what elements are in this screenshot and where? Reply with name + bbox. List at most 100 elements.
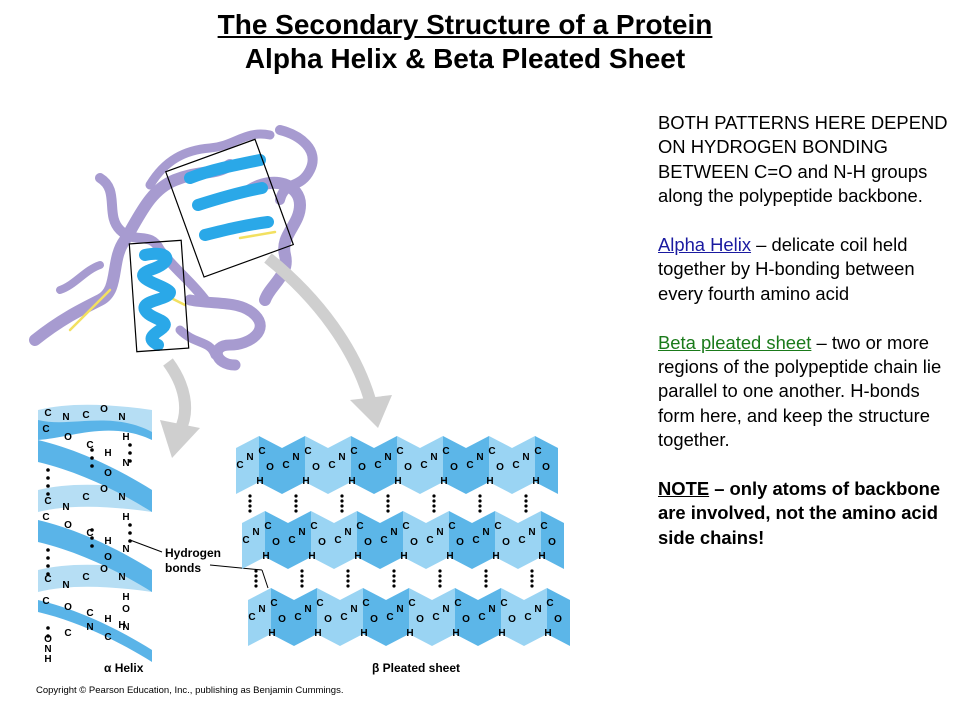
sheet-pleat	[512, 436, 535, 494]
pleated-sheet-icon: CNCOHCNCOHCNCOHCNCOHCNCOHCNCOHCNCOHCNCOH…	[236, 436, 570, 675]
sheet-pleat	[271, 588, 294, 646]
helix-atom: O	[100, 404, 108, 415]
sheet-pleat	[489, 436, 512, 494]
sheet-pleat	[328, 436, 351, 494]
sheet-atom: O	[358, 462, 366, 473]
hbond-dot	[432, 509, 436, 513]
helix-atom: O	[44, 634, 52, 645]
hbond-dot	[254, 574, 258, 578]
sheet-arrowhead	[350, 395, 392, 428]
sheet-pleat	[380, 511, 403, 569]
hbond-dot	[524, 504, 528, 508]
note-description: – only atoms of backbone are involved, n…	[658, 478, 941, 548]
helix-band-front	[38, 520, 152, 592]
helix-arrowhead	[160, 420, 200, 458]
sheet-pleat	[547, 588, 570, 646]
hbond-dot	[386, 499, 390, 503]
sheet-atom: H	[532, 476, 539, 487]
page-subtitle: Alpha Helix & Beta Pleated Sheet	[244, 43, 686, 74]
helix-atom: N	[122, 622, 129, 633]
sheet-atom: C	[294, 612, 301, 623]
disulfide-bond	[68, 288, 112, 332]
sheet-atom: C	[396, 446, 403, 457]
hbond-dot	[346, 579, 350, 583]
sheet-atom: H	[406, 628, 413, 639]
helix-atom: C	[42, 512, 49, 523]
hbond-dot	[392, 584, 396, 588]
hbond-dot	[386, 509, 390, 513]
sheet-atom: C	[264, 521, 271, 532]
helix-atom: C	[86, 440, 93, 451]
sheet-atom: H	[262, 551, 269, 562]
sheet-atom: C	[420, 460, 427, 471]
hbond-dot	[294, 509, 298, 513]
sheet-pleat	[478, 588, 501, 646]
sheet-atom: N	[436, 527, 443, 538]
sheet-pleat	[351, 436, 374, 494]
hbond-dot	[524, 509, 528, 513]
helix-atom: C	[104, 632, 111, 643]
helix-atom: N	[122, 458, 129, 469]
sheet-atom: C	[426, 535, 433, 546]
hbond-dot	[392, 574, 396, 578]
sheet-atom: O	[554, 614, 562, 625]
sheet-atom: O	[278, 614, 286, 625]
helix-atom: H	[122, 432, 129, 443]
helix-atom: N	[62, 502, 69, 513]
hbond-dot	[438, 584, 442, 588]
sheet-atom: H	[486, 476, 493, 487]
sheet-atom: N	[528, 527, 535, 538]
sheet-atom: C	[454, 598, 461, 609]
helix-atom: O	[104, 552, 112, 563]
helix-atom: H	[44, 654, 51, 665]
sheet-atom: O	[370, 614, 378, 625]
sheet-atom: C	[316, 598, 323, 609]
hbond-dot	[386, 494, 390, 498]
sheet-atom: O	[542, 462, 550, 473]
helix-atom: C	[82, 572, 89, 583]
helix-atom: H	[122, 512, 129, 523]
helix-atom: C	[44, 408, 51, 419]
sheet-atom: H	[302, 476, 309, 487]
sheet-pleat	[455, 588, 478, 646]
hydrogen-bonds-label-line2: bonds	[165, 561, 201, 575]
sheet-pleat	[340, 588, 363, 646]
sheet-pleat	[524, 588, 547, 646]
helix-arrow	[163, 358, 192, 433]
hbond-dot	[248, 509, 252, 513]
hbond-dot	[432, 494, 436, 498]
hbond-dot	[248, 499, 252, 503]
sheet-atom: N	[534, 604, 541, 615]
sheet-atom: H	[354, 551, 361, 562]
helix-atom: N	[122, 544, 129, 555]
helix-atom: C	[82, 492, 89, 503]
hbond-dot	[530, 574, 534, 578]
hbond-dot	[300, 579, 304, 583]
sheet-atom: O	[548, 537, 556, 548]
disulfide-bond	[238, 230, 277, 240]
sheet-arrow	[264, 253, 376, 402]
hbond-dot	[392, 569, 396, 573]
hbond-dot	[294, 504, 298, 508]
ribbon-coil	[145, 129, 275, 190]
sheet-atom: O	[410, 537, 418, 548]
helix-atom: N	[86, 622, 93, 633]
hbond-dot	[530, 584, 534, 588]
sheet-atom: C	[402, 521, 409, 532]
hbond-dot	[484, 584, 488, 588]
sheet-atom: H	[492, 551, 499, 562]
hbond-dot	[340, 504, 344, 508]
hbond-dot	[248, 504, 252, 508]
sheet-atom: C	[350, 446, 357, 457]
ribbon-coil	[184, 294, 266, 371]
sheet-pleat	[443, 436, 466, 494]
sheet-atom-labels: CNCOHCNCOHCNCOHCNCOHCNCOHCNCOHCNCOHCNCOH…	[236, 446, 562, 639]
sheet-atom: C	[534, 446, 541, 457]
hbond-dot	[346, 569, 350, 573]
hbond-dot	[530, 569, 534, 573]
sheet-paragraph: Beta pleated sheet – two or more regions…	[658, 331, 954, 453]
helix-atom: H	[118, 620, 125, 631]
sheet-pleat	[535, 436, 558, 494]
pleated-sheet-label: β Pleated sheet	[372, 661, 460, 675]
